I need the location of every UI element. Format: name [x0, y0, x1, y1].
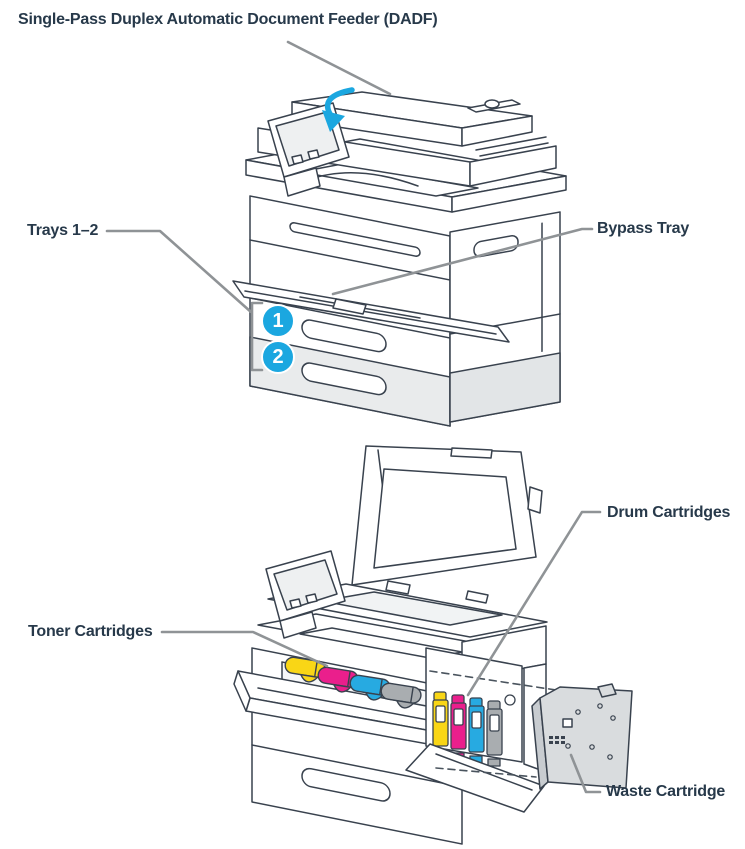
leader-bypass: [331, 227, 594, 296]
leader-trays: [105, 229, 253, 314]
rivets: [565, 703, 616, 760]
drum-black: [486, 700, 503, 767]
toner-black: [380, 682, 422, 709]
alignment-guides: [429, 670, 557, 778]
callout-tray-1: 1: [261, 304, 295, 338]
toner-cartridges: [284, 656, 422, 709]
touchscreen: [275, 111, 340, 167]
callout-1-number: 1: [272, 310, 284, 332]
top-printer-illustration: [232, 87, 567, 427]
side-handle-recess: [473, 235, 519, 258]
tray1-handle: [301, 319, 387, 353]
control-panel-bottom: [265, 550, 346, 639]
platen-glass: [321, 591, 503, 626]
tray2-handle: [301, 362, 387, 396]
vent-grid: [549, 736, 565, 744]
callout-tray-2: 2: [261, 340, 295, 374]
toner-yellow: [284, 656, 326, 683]
printer-side-face: [449, 211, 561, 423]
output-tray-recess: [299, 163, 479, 197]
trays-bracket: [250, 301, 264, 372]
drum-cyan: [468, 697, 485, 764]
drum-bay: [425, 647, 523, 767]
dadf-label: Single-Pass Duplex Automatic Document Fe…: [18, 11, 438, 28]
drum-yellow: [432, 691, 449, 758]
leader-waste: [569, 753, 602, 794]
platen-cover-pad: [373, 468, 517, 569]
toner-cartridges-label: Toner Cartridges: [28, 623, 153, 640]
drum-cartridges-label: Drum Cartridges: [607, 504, 731, 521]
leader-drum: [466, 510, 602, 697]
toner-cyan: [349, 674, 391, 701]
leader-dadf: [286, 40, 392, 96]
tray2-side: [449, 352, 561, 423]
bypass-tray-art: [232, 280, 510, 343]
touchscreen-bottom: [273, 559, 338, 611]
callout-2-number: 2: [272, 346, 284, 368]
leader-toner: [160, 630, 329, 668]
toner-magenta: [317, 666, 359, 693]
open-lid: [351, 445, 543, 586]
leader-lines: [105, 40, 602, 794]
bottom-printer-illustration: [233, 445, 633, 845]
trays-label: Trays 1–2: [27, 222, 99, 239]
close-dadf-arrow-icon: [322, 87, 355, 132]
waste-cartridge-label: Waste Cartridge: [606, 783, 726, 800]
drawer-handle: [301, 767, 391, 802]
bypass-tray-label: Bypass Tray: [597, 220, 690, 237]
waste-cartridge-art: [531, 683, 633, 790]
